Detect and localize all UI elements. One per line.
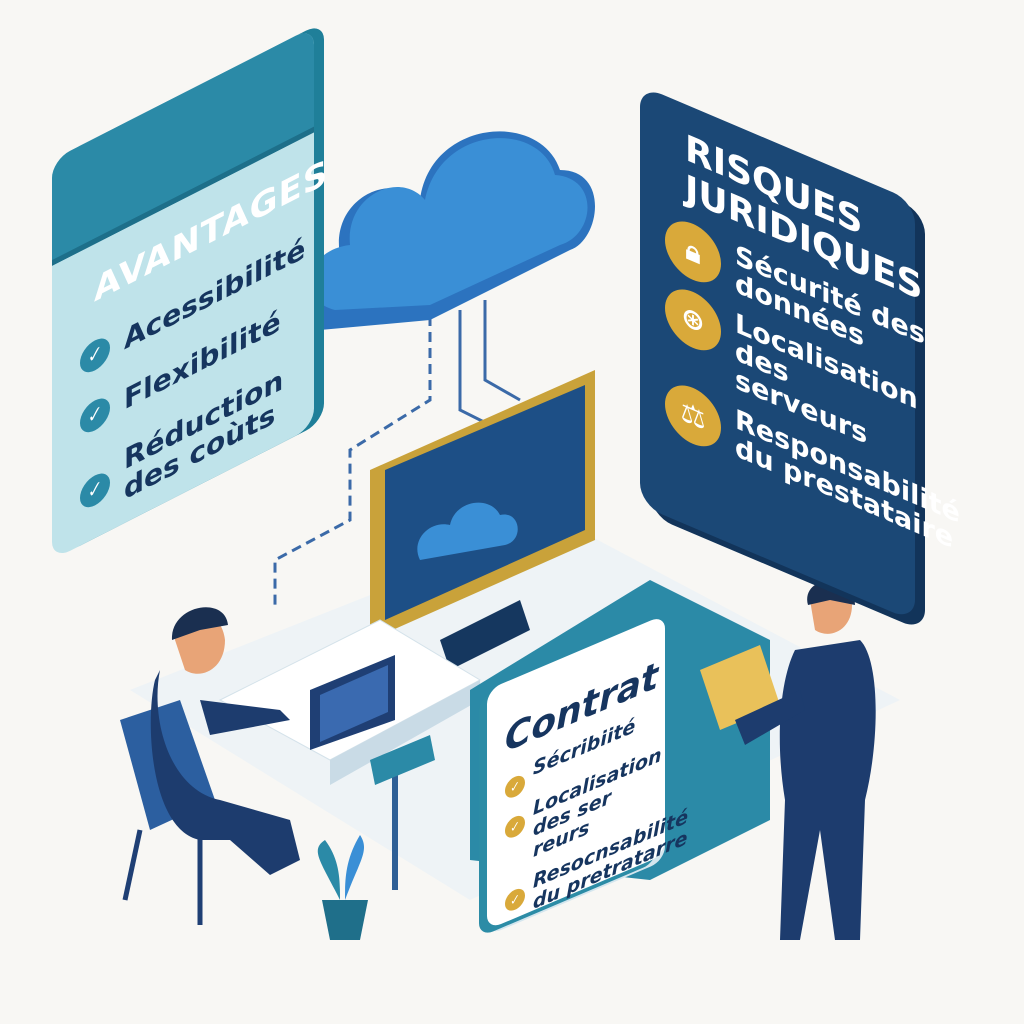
book <box>370 735 435 785</box>
check-icon: ✓ <box>80 467 110 513</box>
plant <box>317 835 368 940</box>
check-icon: ✓ <box>80 392 110 438</box>
check-icon: ✓ <box>80 332 110 378</box>
globe-icon: ⊛ <box>665 280 721 360</box>
cloud-icon <box>295 131 595 330</box>
lock-icon: 🔒︎ <box>665 212 721 292</box>
check-icon: ✓ <box>505 772 525 801</box>
desk <box>218 619 482 890</box>
check-icon: ✓ <box>505 885 525 914</box>
seated-person <box>120 607 300 925</box>
standing-person <box>700 580 876 940</box>
check-icon: ✓ <box>505 812 525 841</box>
monitor <box>370 370 595 670</box>
